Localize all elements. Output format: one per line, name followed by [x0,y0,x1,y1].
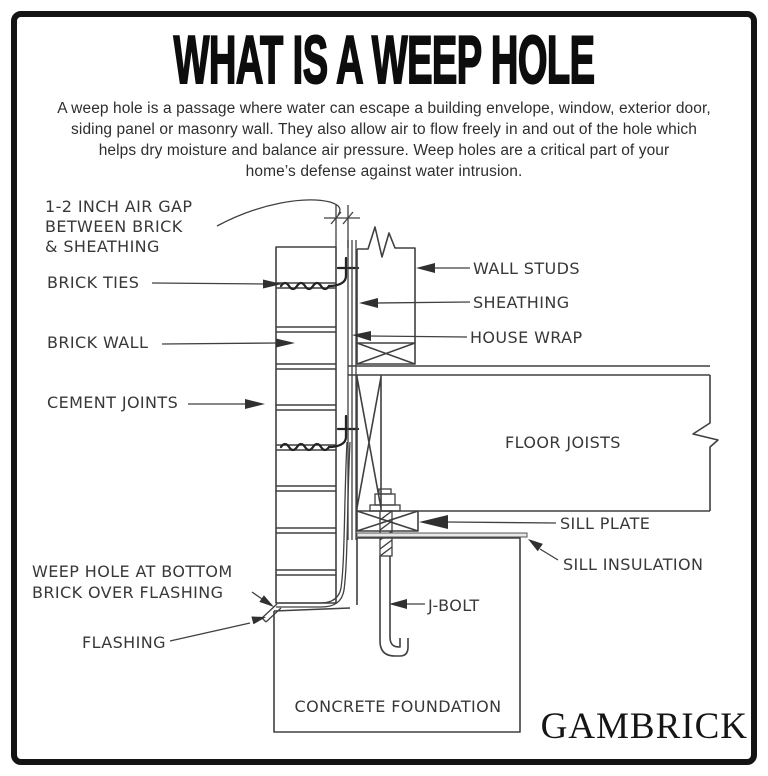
label-sill-insulation: SILL INSULATION [563,555,703,574]
label-floor-joists: FLOOR JOISTS [505,433,621,452]
sheathing-drawing [347,240,357,540]
label-flashing: FLASHING [82,633,166,652]
page-title: WHAT IS A WEEP HOLE [173,22,596,98]
wall-stud-drawing [356,226,416,365]
label-sill-plate: SILL PLATE [560,514,650,533]
label-house-wrap: HOUSE WRAP [470,328,583,347]
brick-tie-drawing [279,256,360,452]
label-air-gap-line3: & SHEATHING [45,237,160,256]
intro-line-1: A weep hole is a passage where water can… [57,100,711,117]
floor-joist-drawing [348,365,719,512]
label-concrete-foundation: CONCRETE FOUNDATION [295,697,502,716]
label-weep-hole-line1: WEEP HOLE AT BOTTOM [32,562,233,581]
label-air-gap-line1: 1-2 INCH AIR GAP [45,197,192,216]
j-bolt-drawing [379,556,409,657]
label-weep-hole-line2: BRICK OVER FLASHING [32,583,223,602]
label-sheathing: SHEATHING [473,293,570,312]
air-gap-dimension [216,199,360,248]
label-cement-joints: CEMENT JOINTS [47,393,178,412]
label-air-gap-line2: BETWEEN BRICK [45,217,183,236]
foundation-drawing [273,537,521,733]
intro-line-4: home’s defense against water intrusion. [245,163,523,180]
sill-plate-drawing [356,488,528,557]
label-wall-studs: WALL STUDS [473,259,580,278]
label-j-bolt: J-BOLT [427,596,480,615]
label-brick-ties: BRICK TIES [47,273,139,292]
label-brick-wall: BRICK WALL [47,333,148,352]
intro-paragraph: A weep hole is a passage where water can… [0,98,768,182]
leader-arrows [151,263,559,642]
brand-logo: GAMBRICK [541,706,748,747]
intro-line-3: helps dry moisture and balance air press… [98,142,670,159]
intro-line-2: siding panel or masonry wall. They also … [71,121,697,138]
sill-insulation-strip [356,532,528,538]
brick-wall-drawing [275,246,337,604]
